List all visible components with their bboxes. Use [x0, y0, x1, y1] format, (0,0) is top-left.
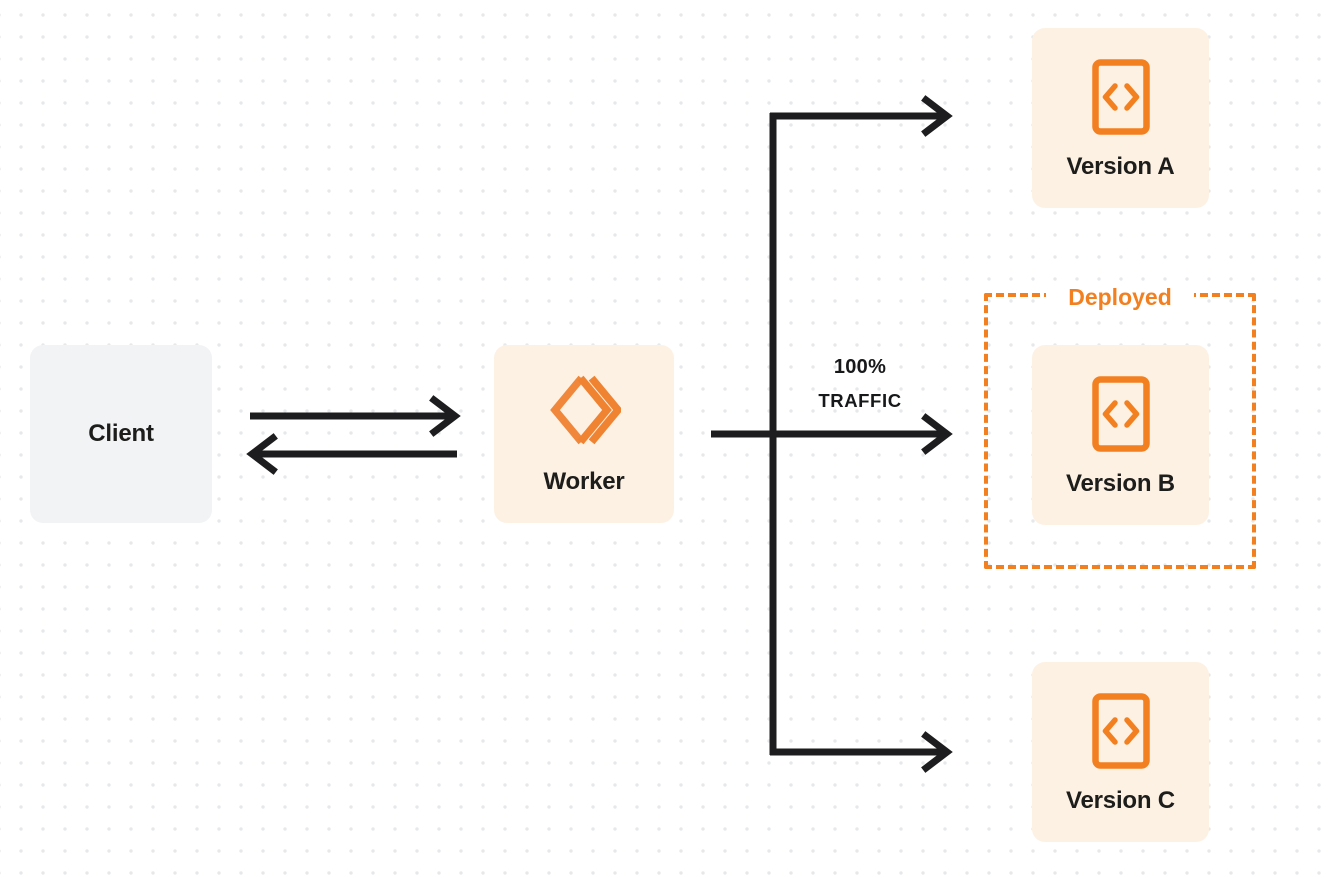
- code-file-icon: [1091, 375, 1151, 458]
- node-client-label: Client: [88, 420, 154, 447]
- traffic-label: 100% TRAFFIC: [785, 351, 935, 417]
- node-version-c-label: Version C: [1066, 786, 1175, 814]
- edge-worker-to-client: [246, 433, 457, 475]
- traffic-percent: 100%: [833, 356, 887, 378]
- code-file-icon: [1091, 58, 1151, 141]
- node-worker-label: Worker: [543, 467, 625, 495]
- traffic-word: TRAFFIC: [818, 390, 902, 411]
- node-version-a-label: Version A: [1066, 152, 1175, 180]
- edge-client-to-worker: [250, 395, 461, 437]
- edge-trunk-to-version-b: [773, 413, 953, 455]
- node-version-b-label: Version B: [1066, 469, 1175, 497]
- deployed-label: Deployed: [1046, 283, 1194, 311]
- code-file-icon: [1091, 692, 1151, 775]
- node-version-c[interactable]: Version C: [1032, 662, 1209, 842]
- node-version-b[interactable]: Version B: [1032, 345, 1209, 525]
- node-worker[interactable]: Worker: [494, 345, 674, 523]
- edge-trunk-to-version-a: [770, 95, 953, 137]
- node-client[interactable]: Client: [30, 345, 212, 523]
- edge-trunk-to-version-c: [770, 731, 953, 773]
- node-version-a[interactable]: Version A: [1032, 28, 1209, 208]
- cloudflare-workers-logo-icon: [547, 373, 623, 452]
